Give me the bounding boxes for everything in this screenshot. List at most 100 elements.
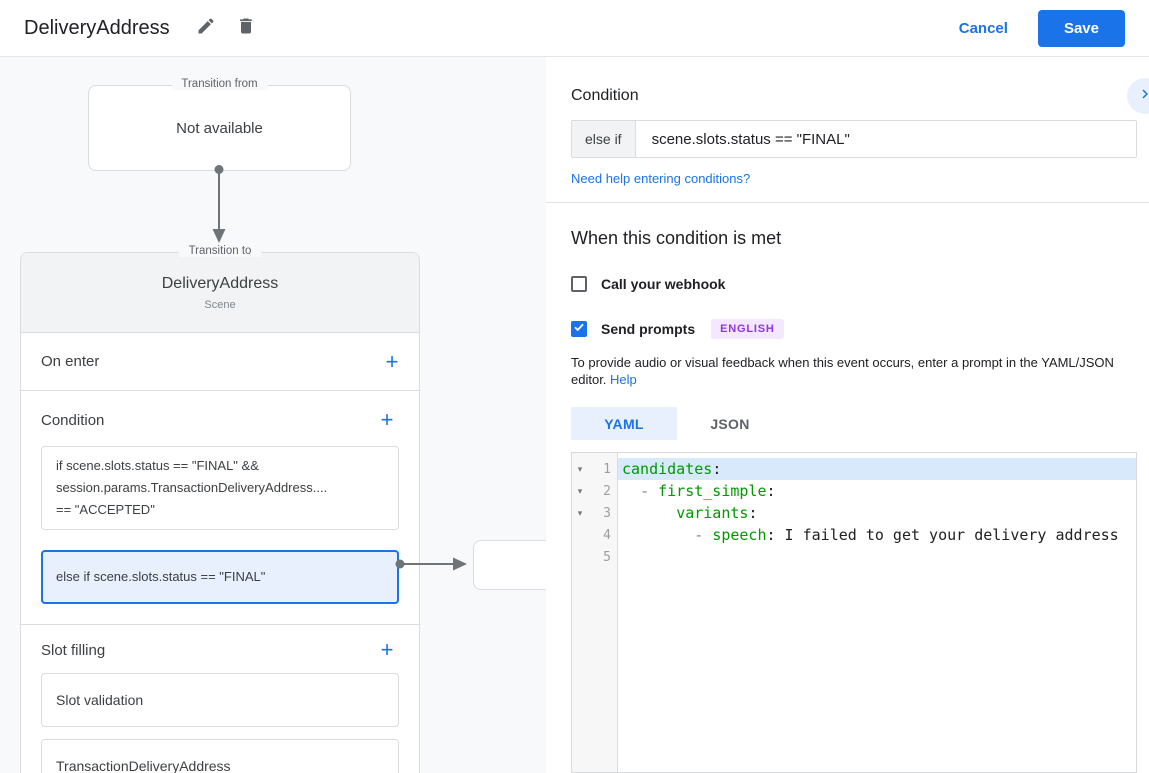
code-line[interactable]: candidates:: [618, 458, 1136, 480]
line-number: 4: [603, 527, 611, 543]
line-number: 2: [603, 483, 611, 499]
code-segment: variants: [676, 504, 749, 522]
fold-arrow-icon[interactable]: ▾: [577, 463, 583, 474]
condition-section: Condition + if scene.slots.status == "FI…: [21, 391, 419, 625]
code-segment: [622, 504, 676, 522]
condition-item[interactable]: if scene.slots.status == "FINAL" && sessi…: [41, 446, 399, 530]
webhook-checkbox[interactable]: [571, 276, 587, 292]
prompt-description: To provide audio or visual feedback when…: [571, 354, 1137, 388]
code-segment: speech: [712, 526, 767, 544]
scene-diagram-canvas: Transition from Not available Transition…: [0, 57, 546, 773]
webhook-row: Call your webhook: [571, 276, 1137, 292]
code-segment: [622, 526, 694, 544]
slot-item-label: TransactionDeliveryAddress: [56, 758, 231, 773]
transition-target-node[interactable]: [473, 540, 546, 590]
gutter-row: ▾2: [572, 480, 617, 502]
chevron-right-icon: [1136, 85, 1149, 108]
content-area: Transition from Not available Transition…: [0, 57, 1149, 773]
language-badge: ENGLISH: [711, 319, 784, 339]
condition-section-label: Condition: [41, 411, 105, 429]
slot-filling-section-head: Slot filling +: [41, 639, 399, 661]
code-segment: -: [640, 482, 659, 500]
panel-heading: Condition: [571, 87, 639, 104]
collapse-panel-button[interactable]: [1127, 78, 1149, 114]
condition-detail-panel: Condition else if scene.slots.status == …: [546, 57, 1149, 773]
add-condition-button[interactable]: +: [380, 407, 394, 432]
add-on-enter-button[interactable]: +: [385, 348, 399, 374]
pencil-icon: [196, 16, 216, 41]
panel-divider: [546, 202, 1149, 203]
send-prompts-label: Send prompts: [601, 321, 696, 337]
code-line[interactable]: [618, 546, 1136, 568]
tab-json[interactable]: JSON: [710, 415, 750, 432]
on-enter-label: On enter: [41, 353, 100, 370]
help-link[interactable]: Help: [610, 372, 637, 387]
scene-type-label: Scene: [204, 299, 236, 311]
condition-text-line: == "ACCEPTED": [56, 502, 155, 517]
condition-items: if scene.slots.status == "FINAL" && sessi…: [41, 446, 399, 604]
webhook-label: Call your webhook: [601, 276, 726, 292]
slot-item[interactable]: Slot validation: [41, 673, 399, 727]
code-segment: :: [748, 504, 758, 522]
gutter-row: ▾3: [572, 502, 617, 524]
transition-from-value: Not available: [176, 119, 263, 137]
on-enter-section: On enter +: [21, 333, 419, 391]
code-segment: -: [694, 526, 713, 544]
top-bar: DeliveryAddress Cancel Save: [0, 0, 1149, 57]
slot-item[interactable]: TransactionDeliveryAddress: [41, 739, 399, 773]
code-segment: :: [712, 460, 722, 478]
condition-prefix: else if: [572, 121, 636, 157]
condition-text-line: else if scene.slots.status == "FINAL": [56, 569, 266, 584]
transition-to-legend: Transition to: [178, 245, 262, 257]
fold-arrow-icon[interactable]: ▾: [577, 485, 583, 496]
gutter-row: 4: [572, 524, 617, 546]
prompt-description-text: To provide audio or visual feedback when…: [571, 355, 1114, 387]
delete-button[interactable]: [230, 12, 262, 44]
scene-name: DeliveryAddress: [161, 275, 279, 292]
tab-yaml[interactable]: YAML: [571, 407, 677, 440]
right-arrow-connector: [395, 557, 467, 571]
cancel-button[interactable]: Cancel: [958, 19, 1008, 37]
code-line[interactable]: - first_simple:: [618, 480, 1136, 502]
transition-from-node[interactable]: Transition from Not available: [88, 78, 351, 171]
send-prompts-checkbox[interactable]: [571, 321, 587, 337]
condition-text-line: if scene.slots.status == "FINAL" &&: [56, 458, 259, 473]
fold-arrow-icon[interactable]: ▾: [577, 507, 583, 518]
code-line[interactable]: variants:: [618, 502, 1136, 524]
code-segment: : I failed to get your delivery address: [766, 526, 1119, 544]
code-line[interactable]: - speech: I failed to get your delivery …: [618, 524, 1136, 546]
gutter-row: ▾1: [572, 458, 617, 480]
condition-item-selected[interactable]: else if scene.slots.status == "FINAL": [41, 550, 399, 604]
condition-section-head: Condition +: [41, 409, 399, 431]
slot-item-label: Slot validation: [56, 692, 144, 708]
editor-tabs: YAML JSON: [571, 407, 1137, 440]
gutter-row: 5: [572, 546, 617, 568]
conditions-help-link[interactable]: Need help entering conditions?: [571, 171, 751, 186]
trash-icon: [236, 15, 256, 42]
editor-code: candidates: - first_simple: variants: - …: [618, 453, 1136, 772]
page-title: DeliveryAddress: [24, 16, 170, 39]
transition-from-legend: Transition from: [171, 78, 268, 90]
send-prompts-row: Send prompts ENGLISH: [571, 319, 1137, 339]
line-number: 3: [603, 505, 611, 521]
scene-card-header: DeliveryAddress Scene: [21, 253, 419, 333]
code-segment: first_simple: [658, 482, 767, 500]
edit-button[interactable]: [190, 12, 222, 44]
save-button[interactable]: Save: [1037, 9, 1125, 47]
condition-text-line: session.params.TransactionDeliveryAddres…: [56, 480, 328, 495]
when-condition-heading: When this condition is met: [571, 228, 782, 248]
code-segment: candidates: [622, 460, 713, 478]
slot-filling-label: Slot filling: [41, 641, 106, 659]
checkmark-icon: [573, 320, 585, 338]
code-segment: :: [766, 482, 776, 500]
down-arrow-connector: [212, 165, 226, 243]
scene-card: Transition to DeliveryAddress Scene On e…: [20, 245, 420, 773]
condition-expression-input[interactable]: scene.slots.status == "FINAL": [651, 130, 850, 148]
code-segment: [622, 482, 640, 500]
condition-input-row: else if scene.slots.status == "FINAL": [571, 120, 1137, 158]
line-number: 1: [603, 461, 611, 477]
add-slot-button[interactable]: +: [380, 637, 394, 662]
